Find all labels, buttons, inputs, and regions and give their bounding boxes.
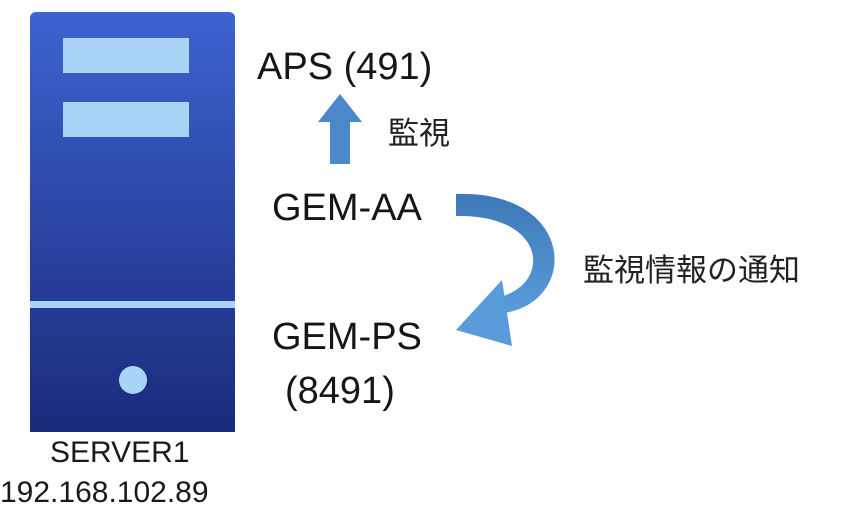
server-tower-icon (30, 12, 235, 432)
gem-ps-port-label: (8491) (285, 370, 395, 412)
aps-process-label: APS (491) (257, 46, 433, 88)
monitor-label: 監視 (388, 116, 450, 152)
gem-ps-process-label: GEM-PS (272, 316, 422, 358)
curved-arrow-body (456, 193, 555, 314)
server-divider (30, 301, 235, 308)
server-name: SERVER1 (50, 436, 190, 469)
curved-arrow-icon (456, 193, 555, 346)
server-ip: 192.168.102.89 (0, 476, 209, 509)
curved-arrow-head (456, 280, 512, 346)
gem-aa-process-label: GEM-AA (272, 187, 422, 229)
server-power-button (119, 366, 147, 394)
server-slot-bottom (63, 102, 189, 137)
server-slot-top (63, 38, 189, 73)
notify-label: 監視情報の通知 (583, 253, 800, 289)
arrow-up-icon (318, 94, 362, 164)
